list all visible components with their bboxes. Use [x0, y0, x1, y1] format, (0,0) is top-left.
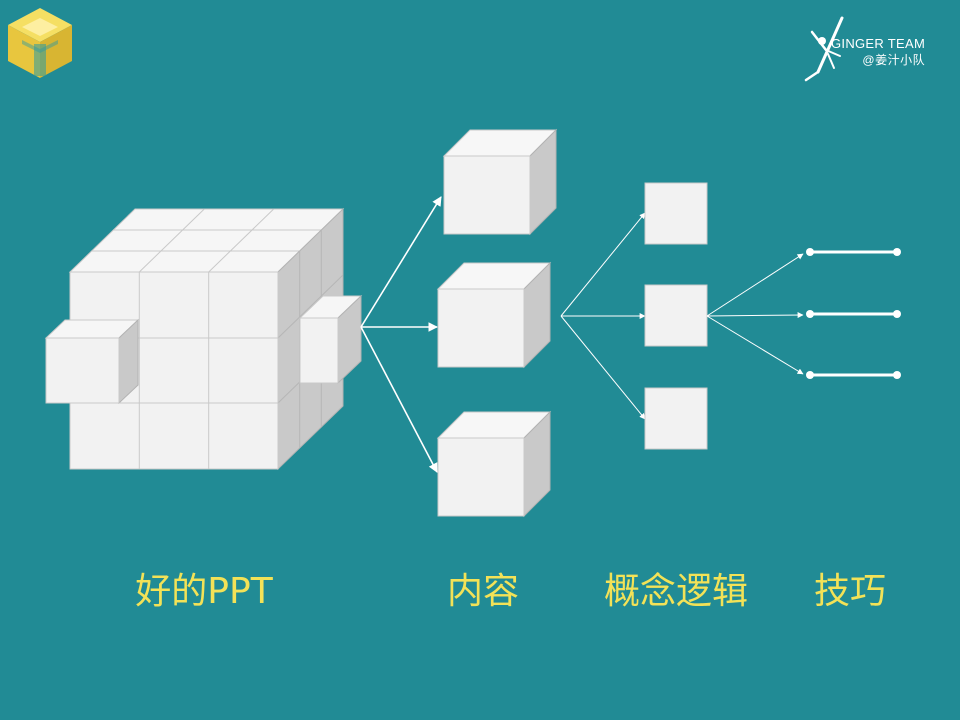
logic-square-bottom	[644, 387, 708, 450]
logic-square-top	[644, 182, 708, 245]
arrow-to-logic-bottom	[560, 315, 646, 420]
content-cube-middle	[436, 261, 552, 369]
brand-name: GINGER TEAM	[831, 36, 926, 51]
skill-line-bottom	[806, 371, 901, 379]
arrow-to-skill-top	[706, 253, 804, 317]
big-cube-cluster	[44, 207, 363, 471]
logic-square-middle	[644, 284, 708, 347]
caption-logic: 概念逻辑	[603, 571, 748, 612]
arrow-to-skill-bottom	[706, 315, 804, 375]
protruding-block-right	[298, 294, 363, 385]
brand-handle: @姜汁小队	[862, 53, 926, 67]
content-cube-top	[442, 128, 558, 236]
protruding-block-left	[44, 318, 140, 405]
arrow-to-content-top	[360, 196, 442, 328]
content-cube-bottom	[436, 410, 552, 518]
arrow-to-content-bottom	[360, 326, 438, 473]
yellow-cube-icon	[8, 8, 72, 78]
skill-line-top	[806, 248, 901, 256]
arrow-to-skill-middle	[706, 312, 804, 319]
caption-content: 内容	[446, 571, 519, 612]
skill-line-middle	[806, 310, 901, 318]
brand-logo-text: GINGER TEAM @姜汁小队	[831, 36, 925, 68]
arrow-to-logic-top	[560, 212, 646, 317]
caption-good-ppt: 好的PPT	[135, 571, 273, 612]
ginger-dancer-icon	[804, 16, 844, 82]
caption-skills: 技巧	[813, 571, 886, 612]
